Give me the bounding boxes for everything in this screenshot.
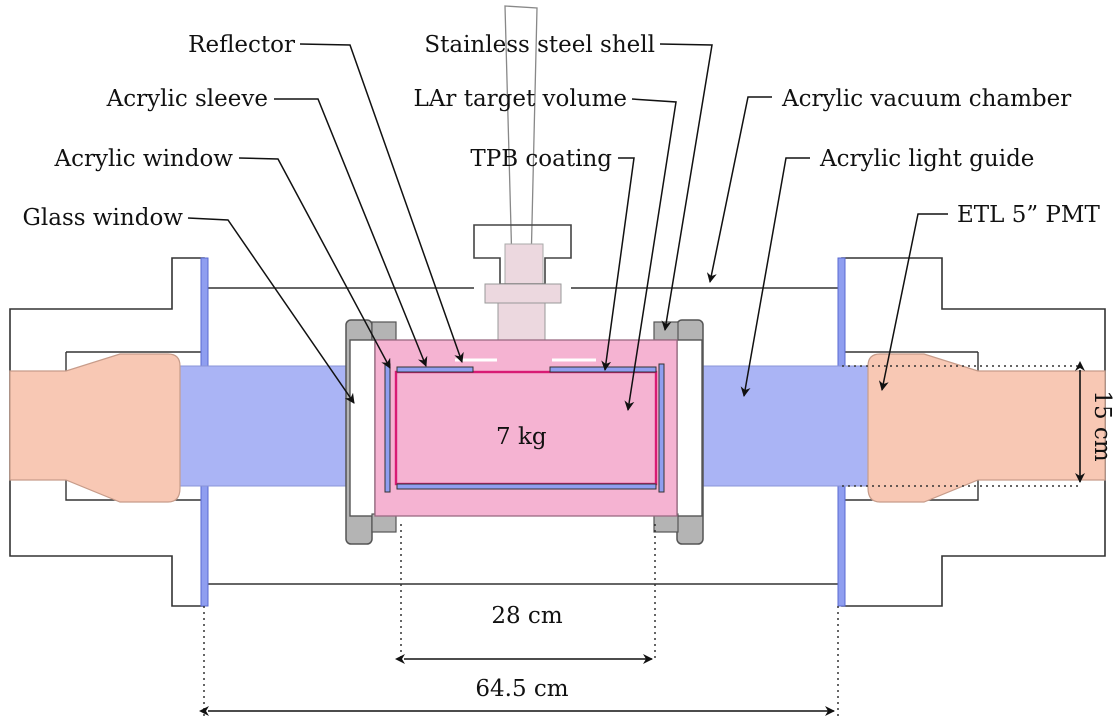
label-total-length: 64.5 cm <box>475 676 568 702</box>
label-etl-pmt: ETL 5” PMT <box>957 202 1100 228</box>
dimension-lines <box>199 361 1085 716</box>
fill-neck <box>473 5 572 346</box>
pmt-left <box>9 353 181 503</box>
label-tpb-coating: TPB coating <box>470 146 612 172</box>
light-guide-right <box>699 365 871 487</box>
label-mass: 7 kg <box>496 424 547 450</box>
light-guide-left <box>179 365 351 487</box>
label-glass-window: Glass window <box>23 205 184 231</box>
label-acrylic-window: Acrylic window <box>54 146 234 172</box>
label-acrylic-vacuum-chamber: Acrylic vacuum chamber <box>781 86 1071 112</box>
label-lar-target-volume: LAr target volume <box>414 86 627 112</box>
pmt-right <box>867 353 1106 503</box>
label-stainless-steel-shell: Stainless steel shell <box>424 32 655 58</box>
label-acrylic-light-guide: Acrylic light guide <box>819 146 1034 172</box>
label-inner-length: 28 cm <box>491 603 562 629</box>
leader-lines <box>187 43 948 411</box>
label-acrylic-sleeve: Acrylic sleeve <box>106 86 268 112</box>
label-diameter: 15 cm <box>1089 390 1115 461</box>
label-reflector: Reflector <box>188 32 295 58</box>
target-cell <box>345 319 704 545</box>
